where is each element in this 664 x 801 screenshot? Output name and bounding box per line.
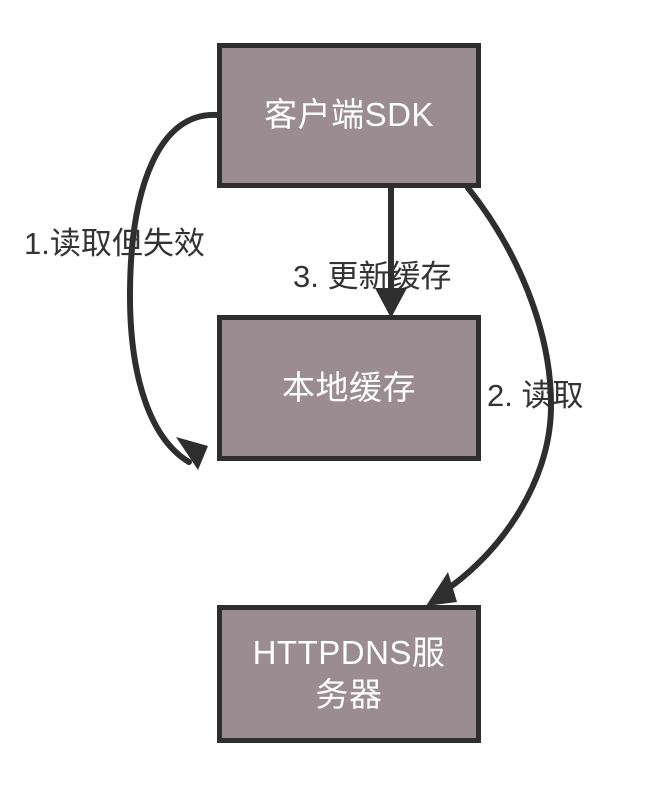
edge-update-cache	[375, 188, 407, 318]
edge-update-cache-arrowhead	[375, 288, 407, 318]
edge-read-but-expired	[126, 111, 220, 470]
node-httpdns-server[interactable]: HTTPDNS服 务器	[217, 605, 481, 743]
node-local-cache[interactable]: 本地缓存	[217, 315, 481, 461]
edge-label-read: 2. 读取	[487, 378, 584, 413]
node-client-sdk[interactable]: 客户端SDK	[217, 43, 481, 188]
edge-label-read-but-expired: 1.读取但失效	[24, 226, 205, 261]
edge-label-update-cache: 3. 更新缓存	[293, 259, 452, 294]
edge-read-arrowhead	[426, 572, 457, 606]
node-local-cache-label: 本地缓存	[282, 368, 416, 406]
node-client-sdk-label: 客户端SDK	[264, 96, 434, 134]
edge-read-but-expired-arrowhead	[176, 437, 208, 470]
edge-read-but-expired-path	[126, 111, 220, 465]
edge-read-path	[437, 185, 555, 597]
node-httpdns-server-label: HTTPDNS服 务器	[252, 633, 446, 713]
edge-read	[426, 185, 555, 606]
